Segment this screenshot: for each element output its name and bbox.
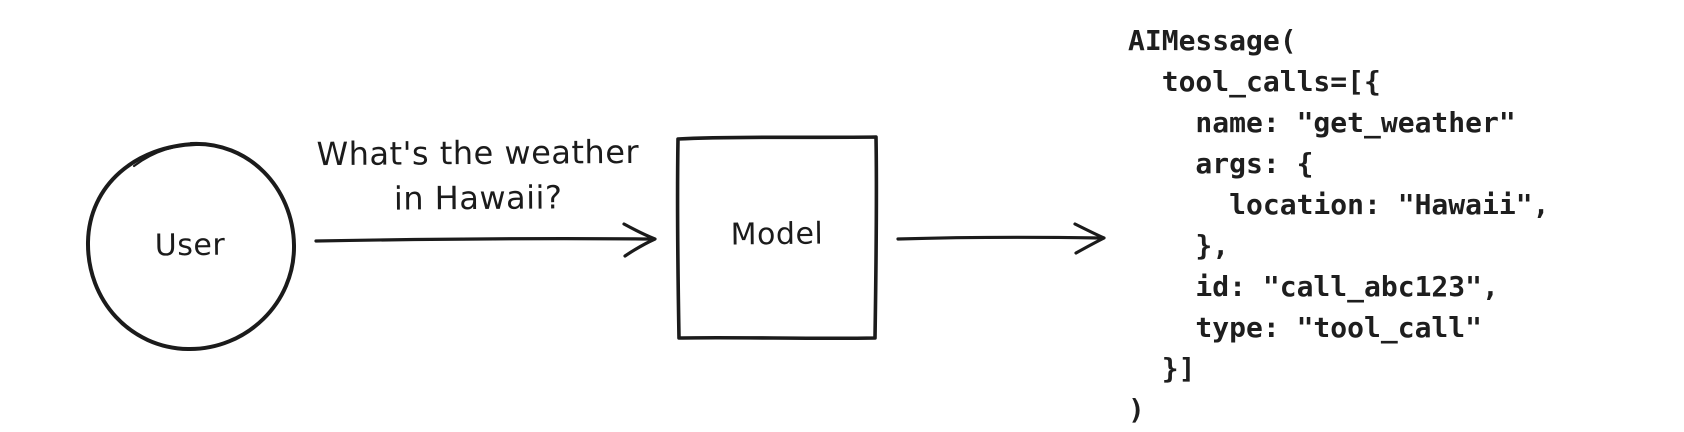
code-line: id: "call_abc123",	[1128, 270, 1499, 303]
code-line: AIMessage(	[1128, 24, 1297, 57]
code-line: name: "get_weather"	[1128, 106, 1516, 139]
code-line: type: "tool_call"	[1128, 311, 1483, 344]
arrow-model-to-output	[896, 222, 1106, 255]
code-line: )	[1128, 393, 1145, 426]
code-line: },	[1128, 229, 1230, 262]
user-message-label: What's the weather in Hawaii?	[290, 130, 667, 223]
arrow-user-to-model	[314, 222, 657, 258]
code-line: args: {	[1128, 147, 1314, 180]
model-box-shape	[675, 135, 879, 341]
user-node-label: User	[154, 227, 226, 264]
user-circle-shape	[85, 141, 297, 352]
code-line: }]	[1128, 352, 1196, 385]
code-block: AIMessage( tool_calls=[{ name: "get_weat…	[1128, 20, 1549, 430]
model-node-label: Model	[730, 216, 824, 253]
code-line: location: "Hawaii",	[1128, 188, 1550, 221]
user-message-line1: What's the weather	[316, 132, 640, 174]
code-line: tool_calls=[{	[1128, 65, 1381, 98]
user-message-line2: in Hawaii?	[393, 178, 563, 218]
